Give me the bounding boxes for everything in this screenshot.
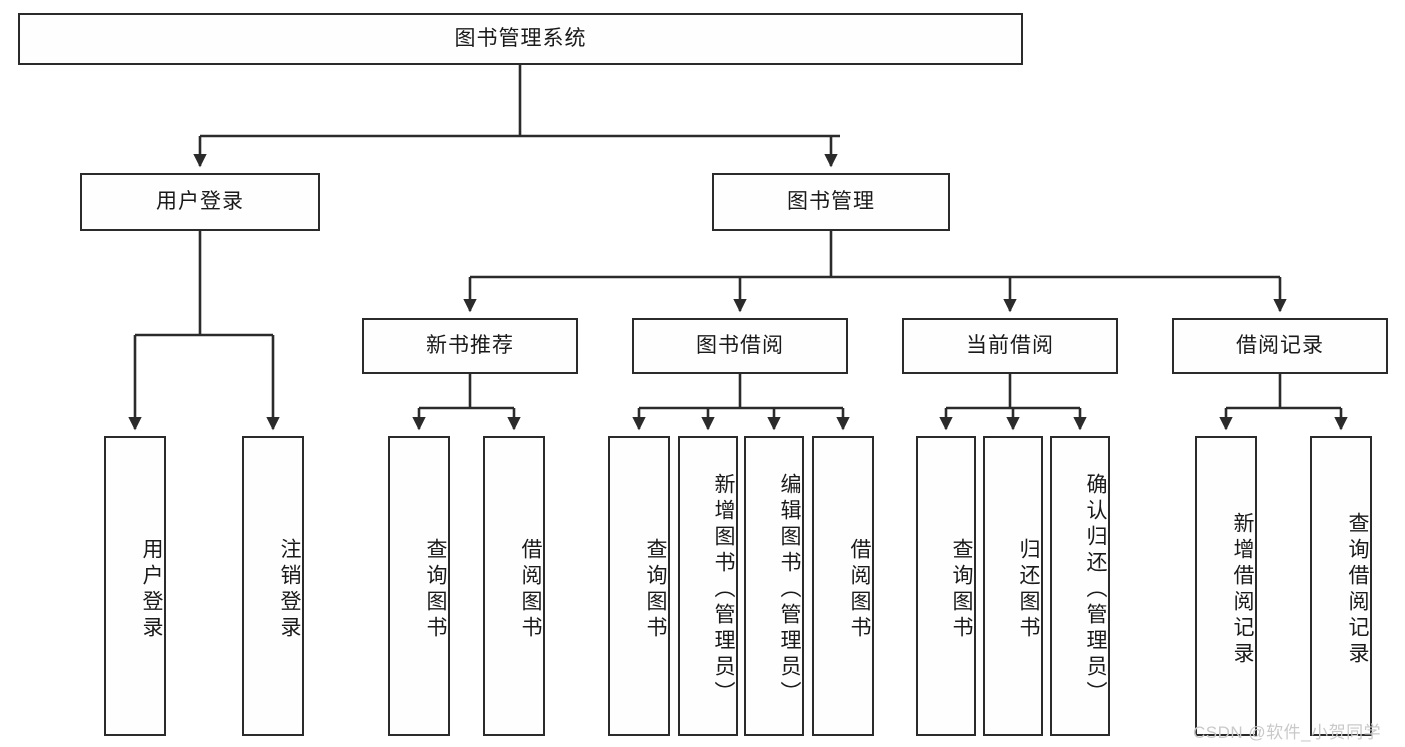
- node-leaf-confirm-return[interactable]: 确认归还（管理员）: [1050, 436, 1110, 736]
- node-leaf-query-book-2[interactable]: 查询图书: [608, 436, 670, 736]
- node-leaf-query-book-1[interactable]: 查询图书: [388, 436, 450, 736]
- node-book-manage[interactable]: 图书管理: [712, 173, 950, 231]
- node-leaf-edit-book[interactable]: 编辑图书（管理员）: [744, 436, 804, 736]
- node-leaf-query-book-3[interactable]: 查询图书: [916, 436, 976, 736]
- node-root[interactable]: 图书管理系统: [18, 13, 1023, 65]
- node-book-borrow[interactable]: 图书借阅: [632, 318, 848, 374]
- node-leaf-logout[interactable]: 注销登录: [242, 436, 304, 736]
- node-new-book-recommend[interactable]: 新书推荐: [362, 318, 578, 374]
- node-leaf-add-book[interactable]: 新增图书（管理员）: [678, 436, 738, 736]
- node-borrow-record[interactable]: 借阅记录: [1172, 318, 1388, 374]
- node-leaf-query-record[interactable]: 查询借阅记录: [1310, 436, 1372, 736]
- node-leaf-return-book[interactable]: 归还图书: [983, 436, 1043, 736]
- node-leaf-borrow-book-1[interactable]: 借阅图书: [483, 436, 545, 736]
- node-leaf-user-login[interactable]: 用户登录: [104, 436, 166, 736]
- node-leaf-borrow-book-2[interactable]: 借阅图书: [812, 436, 874, 736]
- node-user-login[interactable]: 用户登录: [80, 173, 320, 231]
- node-leaf-add-record[interactable]: 新增借阅记录: [1195, 436, 1257, 736]
- csdn-watermark: CSDN @软件_小贺同学: [1193, 723, 1382, 742]
- node-current-borrow[interactable]: 当前借阅: [902, 318, 1118, 374]
